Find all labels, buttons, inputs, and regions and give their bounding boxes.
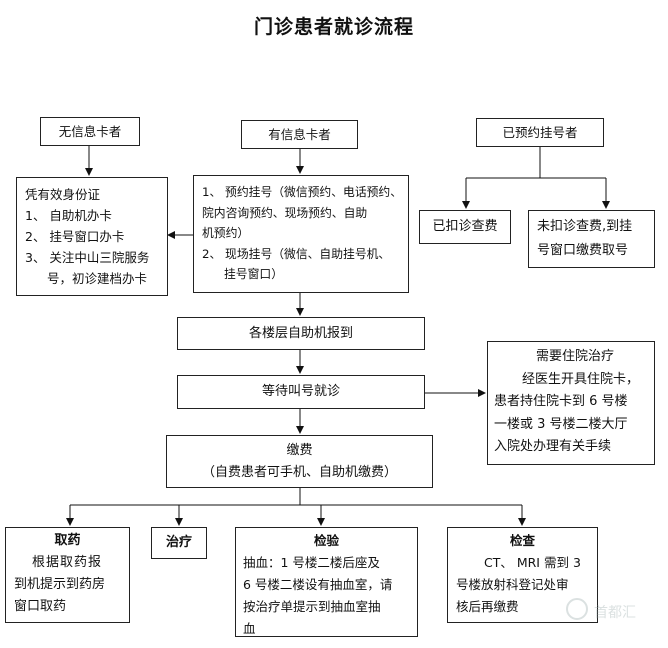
no-card-label: 无信息卡者	[58, 124, 122, 139]
booked-label: 已预约挂号者	[502, 125, 578, 140]
lab-test-line: 血	[243, 621, 256, 636]
registration-line: 院内咨询预约、现场预约、自助	[202, 205, 368, 220]
page-title: 门诊患者就诊流程	[253, 16, 414, 38]
lab-test-line: 抽血：1 号楼二楼后座及	[243, 555, 380, 570]
payment-title: 缴费	[286, 443, 313, 458]
treatment-box: 治疗	[151, 527, 207, 559]
hospital-line: 经医生开具住院卡，	[522, 371, 640, 387]
medicine-title: 取药	[54, 533, 81, 548]
id-card-heading: 凭有效身份证	[25, 187, 101, 202]
watermark-text: 首都汇	[594, 605, 636, 621]
booked-box: 已预约挂号者	[476, 118, 604, 147]
hospital-line: 一楼或 3 号楼二楼大厅	[494, 416, 628, 432]
exam-line: 号楼放射科登记处审	[456, 577, 569, 592]
treatment-title: 治疗	[165, 535, 192, 550]
checkin-label: 各楼层自助机报到	[248, 326, 353, 341]
medicine-line: 根据取药报	[32, 555, 103, 570]
has-card-detail-box: 1、 预约挂号（微信预约、电话预约、 院内咨询预约、现场预约、自助 机预约） 2…	[193, 175, 409, 293]
exam-line: CT、 MRI 需到 3	[484, 555, 581, 570]
medicine-box: 取药 根据取药报 到机提示到药房 窗口取药	[5, 527, 130, 623]
hospital-line: 入院处办理有关手续	[494, 439, 612, 454]
registration-line: 2、 现场挂号（微信、自助挂号机、	[202, 246, 391, 261]
booked-paid-label: 已扣诊查费	[432, 219, 498, 234]
lab-test-line: 6 号楼二楼设有抽血室，请	[243, 577, 393, 592]
hospital-line: 患者持住院卡到 6 号楼	[494, 394, 628, 409]
waiting-box: 等待叫号就诊	[177, 375, 425, 409]
checkin-box: 各楼层自助机报到	[177, 317, 425, 350]
payment-subtitle: （自费患者可手机、自助机缴费）	[201, 465, 397, 480]
no-card-box: 无信息卡者	[40, 117, 140, 146]
watermark-ring-icon	[566, 598, 588, 620]
booked-paid-box: 已扣诊查费	[419, 210, 511, 244]
exam-line: 核后再缴费	[456, 599, 519, 614]
no-card-item: 1、 自助机办卡	[25, 208, 112, 223]
has-card-box: 有信息卡者	[241, 120, 358, 149]
no-card-detail-box: 凭有效身份证 1、 自助机办卡 2、 挂号窗口办卡 3、 关注中山三院服务 号，…	[16, 177, 168, 296]
registration-line: 机预约）	[202, 226, 250, 240]
lab-test-title: 检验	[313, 533, 339, 548]
registration-line: 挂号窗口）	[224, 267, 283, 281]
waiting-label: 等待叫号就诊	[261, 384, 340, 399]
no-card-item: 号，初诊建档办卡	[47, 271, 148, 286]
lab-test-line: 按治疗单提示到抽血室抽	[243, 599, 381, 614]
watermark-logo: 首都汇	[566, 598, 658, 624]
medicine-line: 窗口取药	[14, 599, 67, 614]
booked-unpaid-line: 未扣诊查费,到挂	[537, 219, 633, 234]
has-card-label: 有信息卡者	[268, 127, 331, 142]
hospitalization-box: 需要住院治疗 经医生开具住院卡， 患者持住院卡到 6 号楼 一楼或 3 号楼二楼…	[487, 341, 655, 465]
booked-unpaid-box: 未扣诊查费,到挂 号窗口缴费取号	[528, 210, 655, 268]
exam-title: 检查	[509, 533, 535, 548]
no-card-item: 3、 关注中山三院服务	[25, 250, 150, 265]
no-card-item: 2、 挂号窗口办卡	[25, 229, 125, 244]
medicine-line: 到机提示到药房	[14, 577, 106, 592]
registration-line: 1、 预约挂号（微信预约、电话预约、	[202, 185, 403, 199]
hospital-line: 需要住院治疗	[536, 349, 615, 364]
booked-unpaid-line: 号窗口缴费取号	[537, 243, 629, 258]
payment-box: 缴费 （自费患者可手机、自助机缴费）	[166, 435, 433, 488]
lab-test-box: 检验 抽血：1 号楼二楼后座及 6 号楼二楼设有抽血室，请 按治疗单提示到抽血室…	[235, 527, 418, 637]
